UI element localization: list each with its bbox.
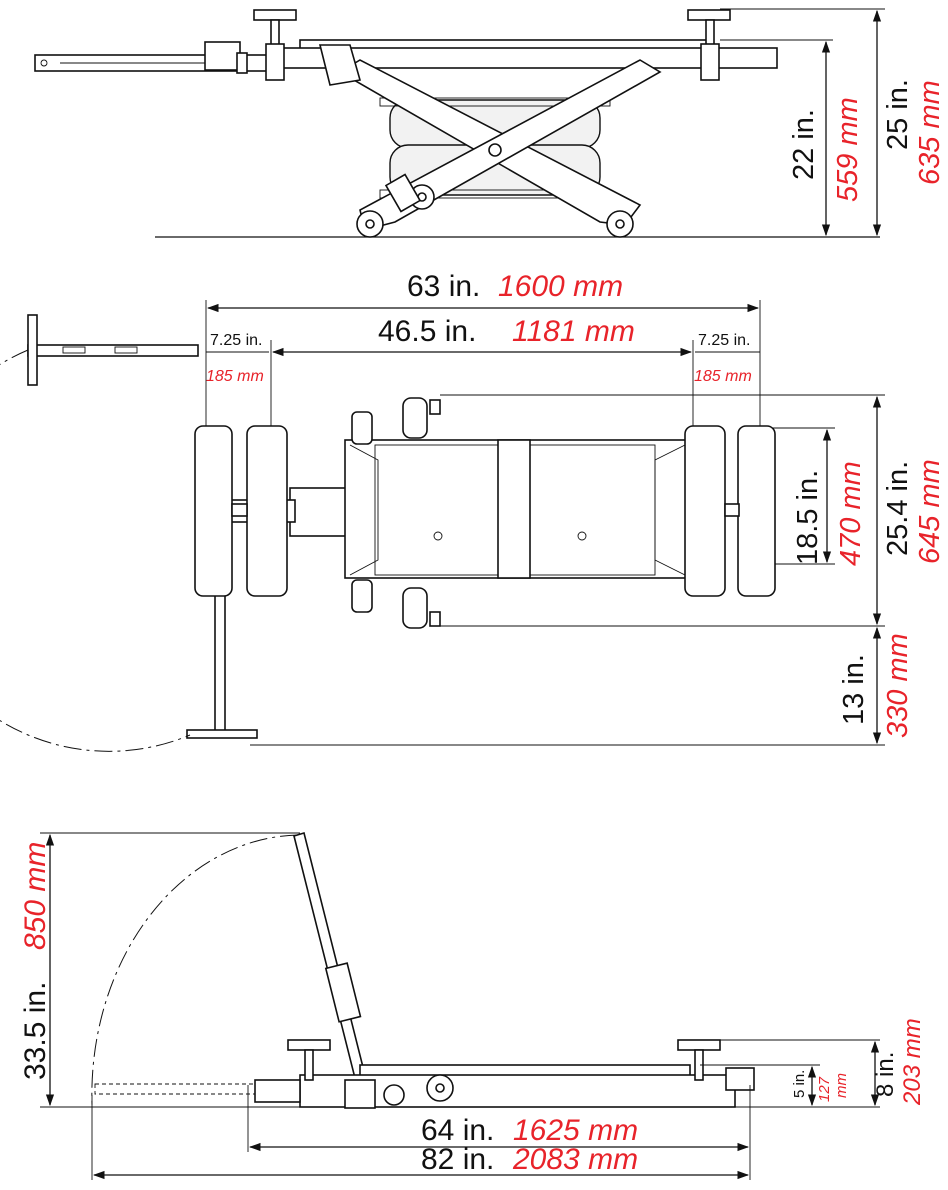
overall-width-mm: 1600 mm [498,270,623,303]
lowered-height-mm: 559 mm [832,97,864,202]
frame-length-mm: 1625 mm [513,1114,638,1147]
handle-swing-in: 13 in. [838,654,870,725]
right-inner-pad [684,425,726,597]
pad-top-height-in: 8 in. [872,1052,899,1097]
side-view-dimensions: 22 in. 559 mm 25 in. 635 mm [720,8,946,237]
right-arm-ext-in: 7.25 in. [698,332,750,349]
pad-depth-mm: 470 mm [835,461,867,566]
pad-top-height-mm: 203 mm [899,1018,926,1106]
handle-height-in: 33.5 in. [19,982,52,1080]
side-view-lift [34,9,880,238]
handle-height-mm: 850 mm [19,842,52,950]
inner-width-in: 46.5 in. [378,315,476,348]
inner-width-mm: 1181 mm [512,315,635,348]
top-view-dimensions: 63 in. 1600 mm 46.5 in. 1181 mm 7.25 in.… [205,270,946,746]
collapsed-height-mm-1: 127 [816,1076,833,1102]
frame-length-in: 64 in. [421,1114,494,1147]
left-inner-pad [246,425,288,597]
top-view-lift [0,314,776,752]
handle-swing-arc [0,349,191,752]
pad-height-mm: 635 mm [914,80,946,185]
frame-depth-in: 25.4 in. [882,461,914,556]
pad-depth-in: 18.5 in. [792,470,824,565]
handle-swing-mm: 330 mm [882,633,914,738]
left-outer-pad [194,425,233,597]
overall-length-in: 82 in. [421,1143,494,1176]
overall-length-mm: 2083 mm [512,1143,638,1176]
collapsed-height-in: 5 in. [791,1070,808,1098]
frame-depth-mm: 645 mm [914,459,946,564]
bottom-view-dimensions: 33.5 in. 850 mm 5 in. 127 mm 8 in. 203 m… [19,832,926,1180]
collapsed-height-mm-2: mm [833,1073,850,1098]
overall-width-in: 63 in. [407,270,480,303]
left-arm-ext-mm: 185 mm [206,368,264,385]
right-arm-ext-mm: 185 mm [694,368,752,385]
raise-arc [91,834,299,1106]
pad-height-in: 25 in. [882,79,914,150]
bottom-view-lift [40,831,800,1109]
right-outer-pad [737,425,776,597]
handle-extended [27,344,199,357]
lowered-height-in: 22 in. [788,109,820,180]
left-arm-ext-in: 7.25 in. [210,332,262,349]
